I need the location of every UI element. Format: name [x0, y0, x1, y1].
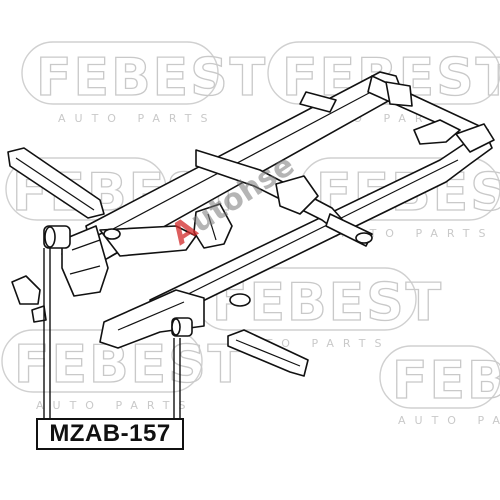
middle-cross-member [195, 149, 373, 247]
front-cross-member [99, 225, 197, 257]
watermark-brand: FEBEST [36, 48, 267, 108]
watermark-brand: FEBEST [392, 351, 500, 411]
rear-cross-member [299, 75, 495, 153]
watermark-sub: AUTO PARTS [36, 399, 194, 412]
watermark-tile-bottom-right: FEBEST AUTO PARTS [379, 345, 500, 427]
watermark-sub: AUTO PARTS [398, 414, 500, 427]
watermark-sub: AUTO PARTS [58, 112, 216, 125]
front-right-bracket [99, 289, 251, 349]
bushing-right [171, 317, 193, 337]
front-left-bracket [61, 225, 109, 297]
bushing-left [43, 225, 71, 249]
watermark-sub: AUTO PARTS [336, 227, 494, 240]
loose-part-left [7, 147, 105, 219]
leader-line-right [173, 338, 181, 420]
leader-line-left [43, 248, 51, 420]
transmission-mount [193, 203, 233, 249]
loose-part-right [227, 329, 309, 377]
watermark-tile-top-left: FEBEST AUTO PARTS [21, 41, 267, 125]
loose-part-left-small [11, 275, 47, 323]
part-number-label: MZAB-157 [36, 418, 184, 450]
